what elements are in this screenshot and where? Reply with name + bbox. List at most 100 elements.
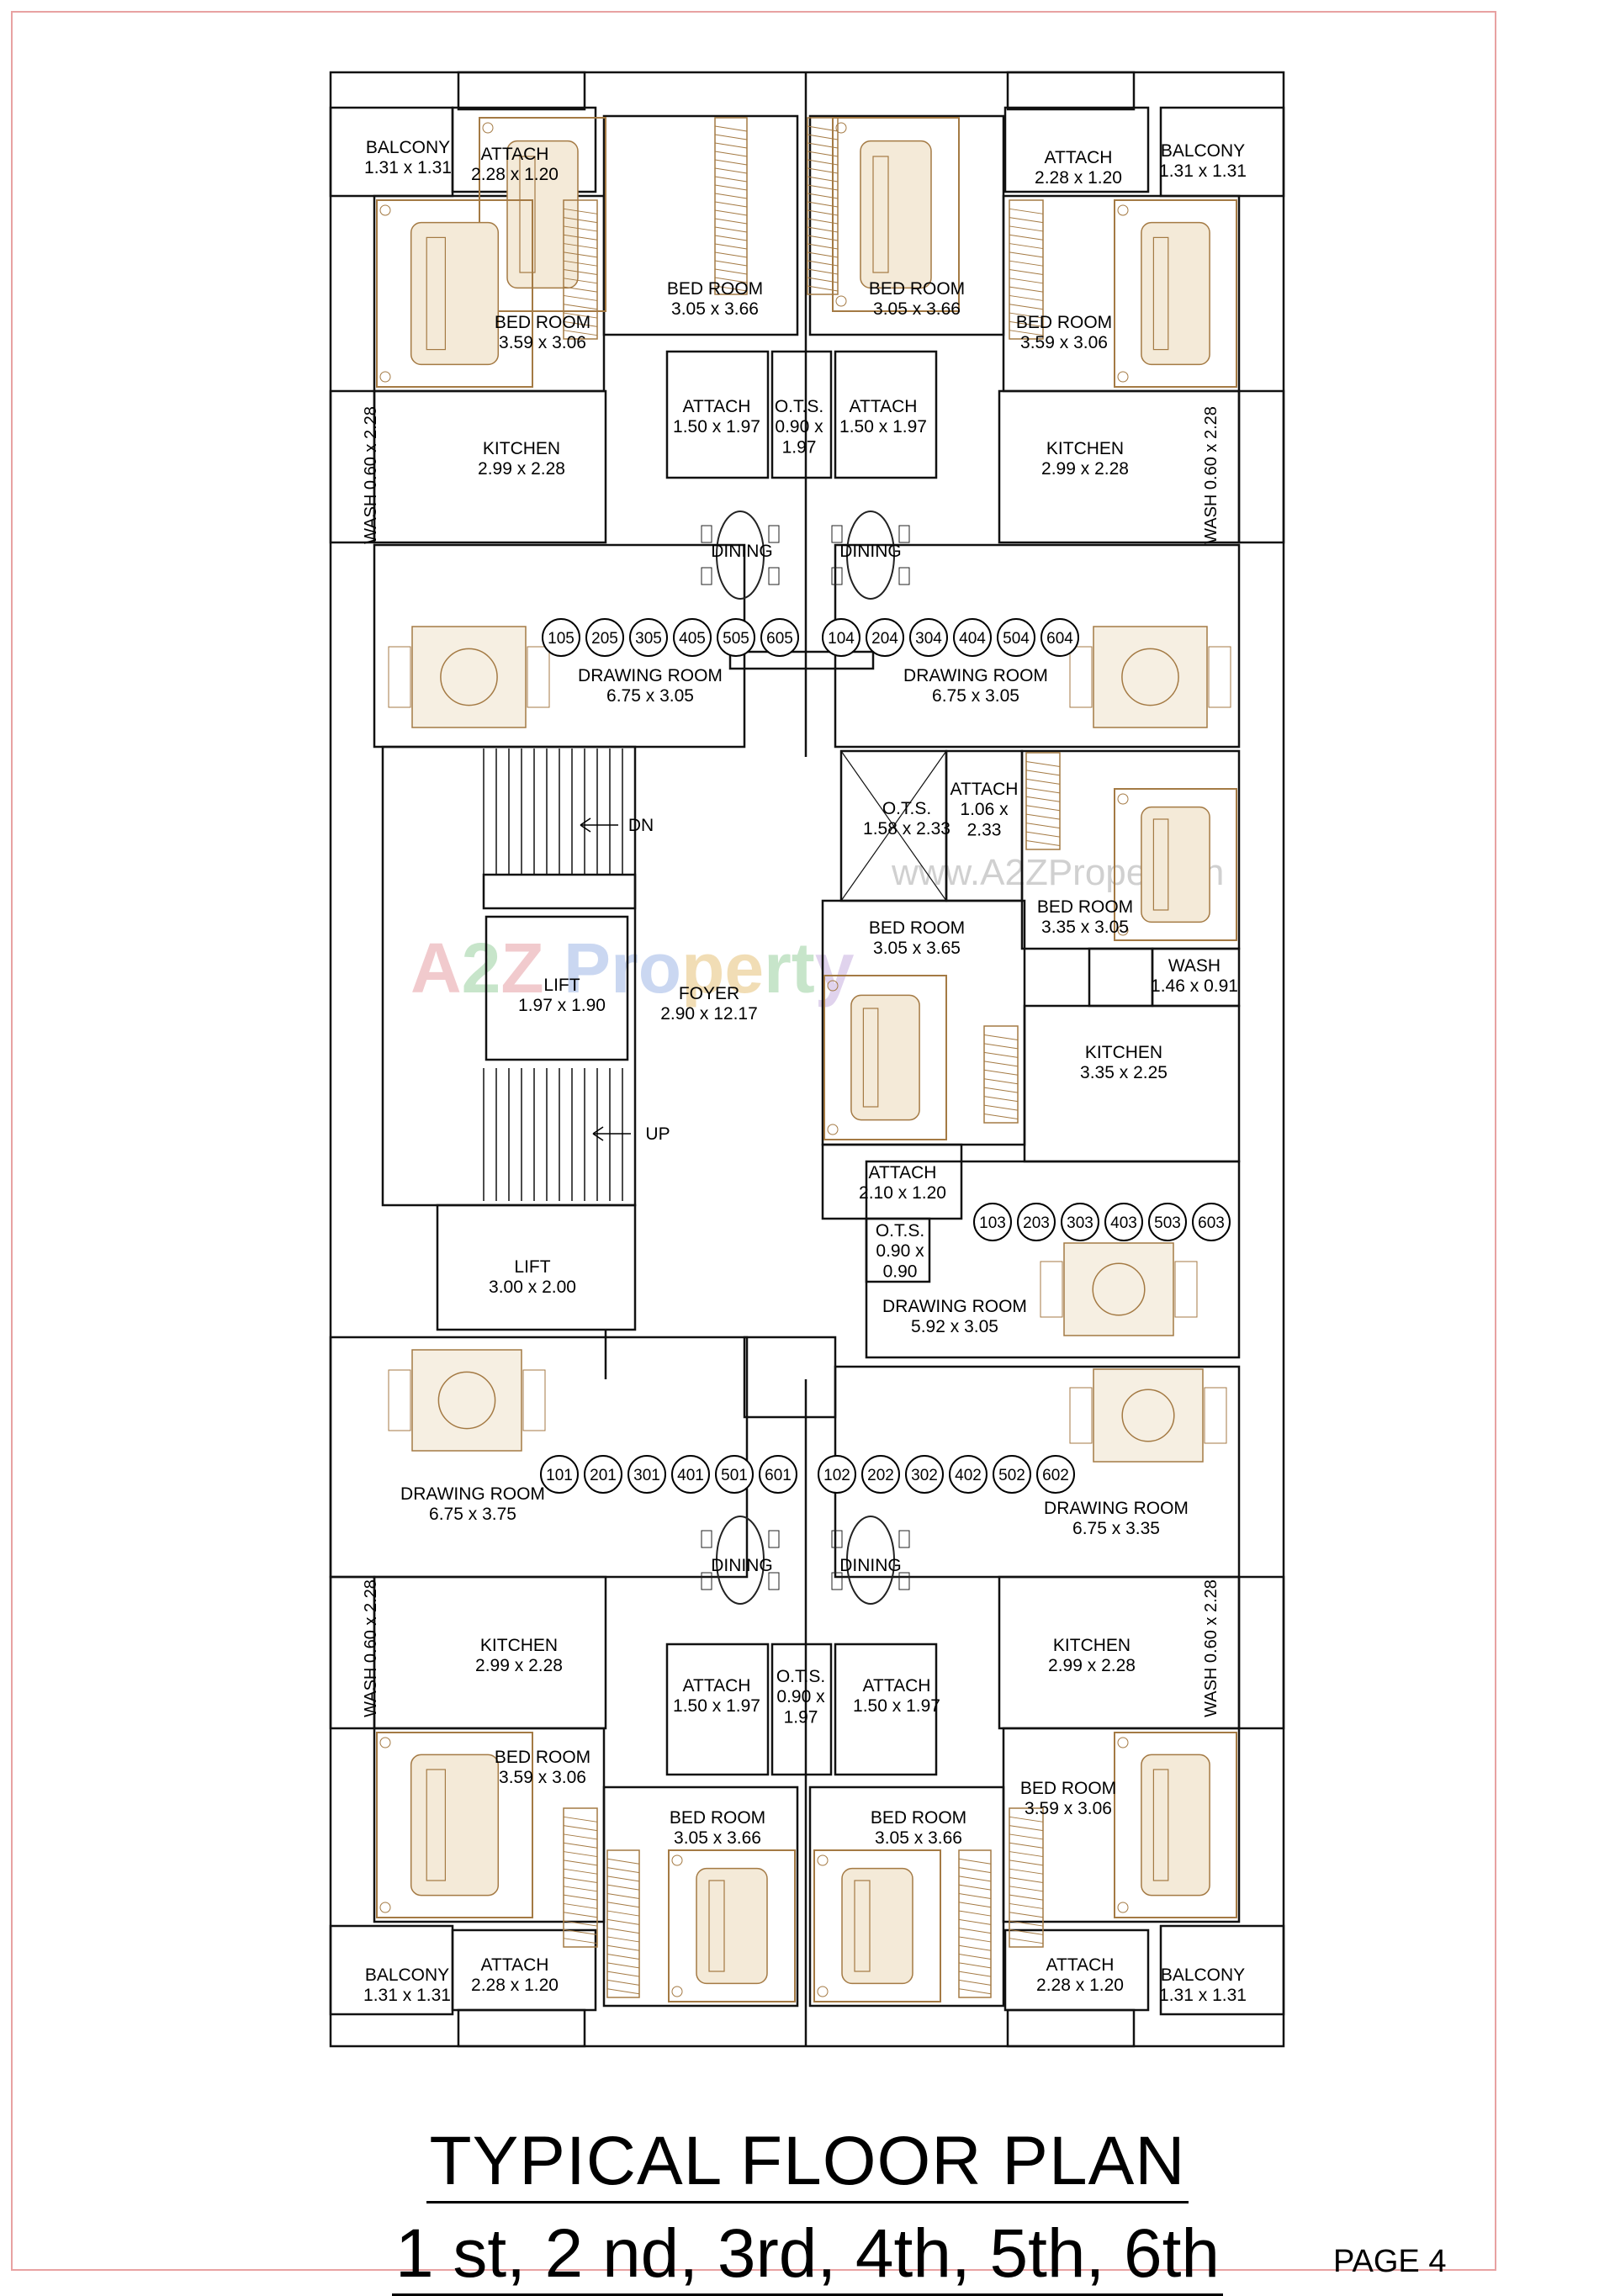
bed-furniture — [832, 117, 960, 312]
stair-dn-label: DN — [628, 816, 654, 835]
svg-text:101: 101 — [546, 1467, 573, 1484]
svg-text:402: 402 — [955, 1467, 982, 1484]
svg-text:104: 104 — [828, 630, 855, 648]
flat-number-204: 204 — [866, 618, 904, 657]
flat-number-203: 203 — [1017, 1203, 1056, 1241]
svg-text:303: 303 — [1067, 1214, 1093, 1232]
svg-text:201: 201 — [590, 1467, 617, 1484]
lift-small-wall — [484, 915, 629, 1061]
room-label-wash-tr: WASH 0.60 x 2.28 — [1202, 406, 1221, 544]
wardrobe — [606, 1849, 640, 1998]
flat-number-604: 604 — [1040, 618, 1079, 657]
duct-wall — [457, 2008, 586, 2048]
flat-number-105: 105 — [542, 618, 580, 657]
svg-text:105: 105 — [548, 630, 575, 648]
flat-number-504: 504 — [997, 618, 1035, 657]
bed-bl-inner-wall — [602, 1785, 799, 2008]
flat-number-101: 101 — [540, 1455, 579, 1494]
bed-furniture — [823, 975, 947, 1140]
wash-tr-wall — [1237, 389, 1285, 544]
lift-big-wall — [436, 1204, 637, 1331]
bed-furniture — [1114, 788, 1237, 941]
svg-text:404: 404 — [959, 630, 986, 648]
room-label-dining-tl: DINING — [711, 542, 773, 561]
stair-landing — [482, 873, 637, 910]
flat-number-404: 404 — [953, 618, 992, 657]
flat-number-104: 104 — [822, 618, 860, 657]
plan-subtitle: 1 st, 2 nd, 3rd, 4th, 5th, 6th — [0, 2216, 1615, 2296]
page-border — [11, 11, 1496, 2271]
dining-table — [701, 511, 780, 600]
room-label-dining-tr: DINING — [839, 542, 902, 561]
flat-number-405: 405 — [673, 618, 712, 657]
dining-table — [831, 1516, 910, 1605]
wardrobe — [807, 117, 839, 295]
wash-mr-side — [1088, 947, 1154, 1008]
flat-number-301: 301 — [627, 1455, 666, 1494]
flat-number-402: 402 — [949, 1455, 988, 1494]
flat-number-201: 201 — [584, 1455, 622, 1494]
svg-text:602: 602 — [1042, 1467, 1069, 1484]
room-label-wash-br: WASH 0.60 x 2.28 — [1202, 1579, 1221, 1717]
svg-text:401: 401 — [677, 1467, 704, 1484]
lintel-bottom — [743, 1336, 837, 1419]
furniture — [376, 117, 1237, 2002]
svg-text:603: 603 — [1198, 1214, 1225, 1232]
wardrobe — [983, 1025, 1019, 1124]
flat-number-205: 205 — [585, 618, 624, 657]
sofa-set — [388, 1349, 546, 1452]
svg-text:501: 501 — [721, 1467, 748, 1484]
room-label-wash-bl: WASH 0.60 x 2.28 — [362, 1579, 380, 1717]
bed-furniture — [1114, 199, 1237, 388]
sofa-set — [1040, 1242, 1198, 1336]
bed-furniture — [668, 1849, 796, 2002]
flat-number-602: 602 — [1036, 1455, 1075, 1494]
ots-top-wall — [770, 350, 833, 479]
wardrobe — [1009, 199, 1044, 340]
flat-number-502: 502 — [993, 1455, 1031, 1494]
flat-number-501: 501 — [715, 1455, 754, 1494]
page-label: PAGE 4 — [1333, 2244, 1447, 2279]
arrow-left-icon — [592, 1126, 604, 1141]
building-outline — [329, 71, 1285, 2048]
sofa-set — [1069, 626, 1231, 728]
flat-number-304: 304 — [909, 618, 948, 657]
wardrobe — [563, 1807, 598, 1948]
sofa-set — [1069, 1368, 1227, 1463]
wardrobe — [958, 1849, 992, 1998]
svg-text:302: 302 — [911, 1467, 938, 1484]
flat-number-601: 601 — [759, 1455, 797, 1494]
duct-wall — [457, 71, 586, 111]
flat-number-401: 401 — [671, 1455, 710, 1494]
svg-text:403: 403 — [1110, 1214, 1137, 1232]
bed-furniture — [376, 1732, 533, 1918]
svg-text:601: 601 — [765, 1467, 792, 1484]
room-label-wash-tl: WASH 0.60 x 2.28 — [362, 406, 380, 544]
ots-cross — [840, 750, 947, 902]
wardrobe — [1025, 752, 1061, 850]
